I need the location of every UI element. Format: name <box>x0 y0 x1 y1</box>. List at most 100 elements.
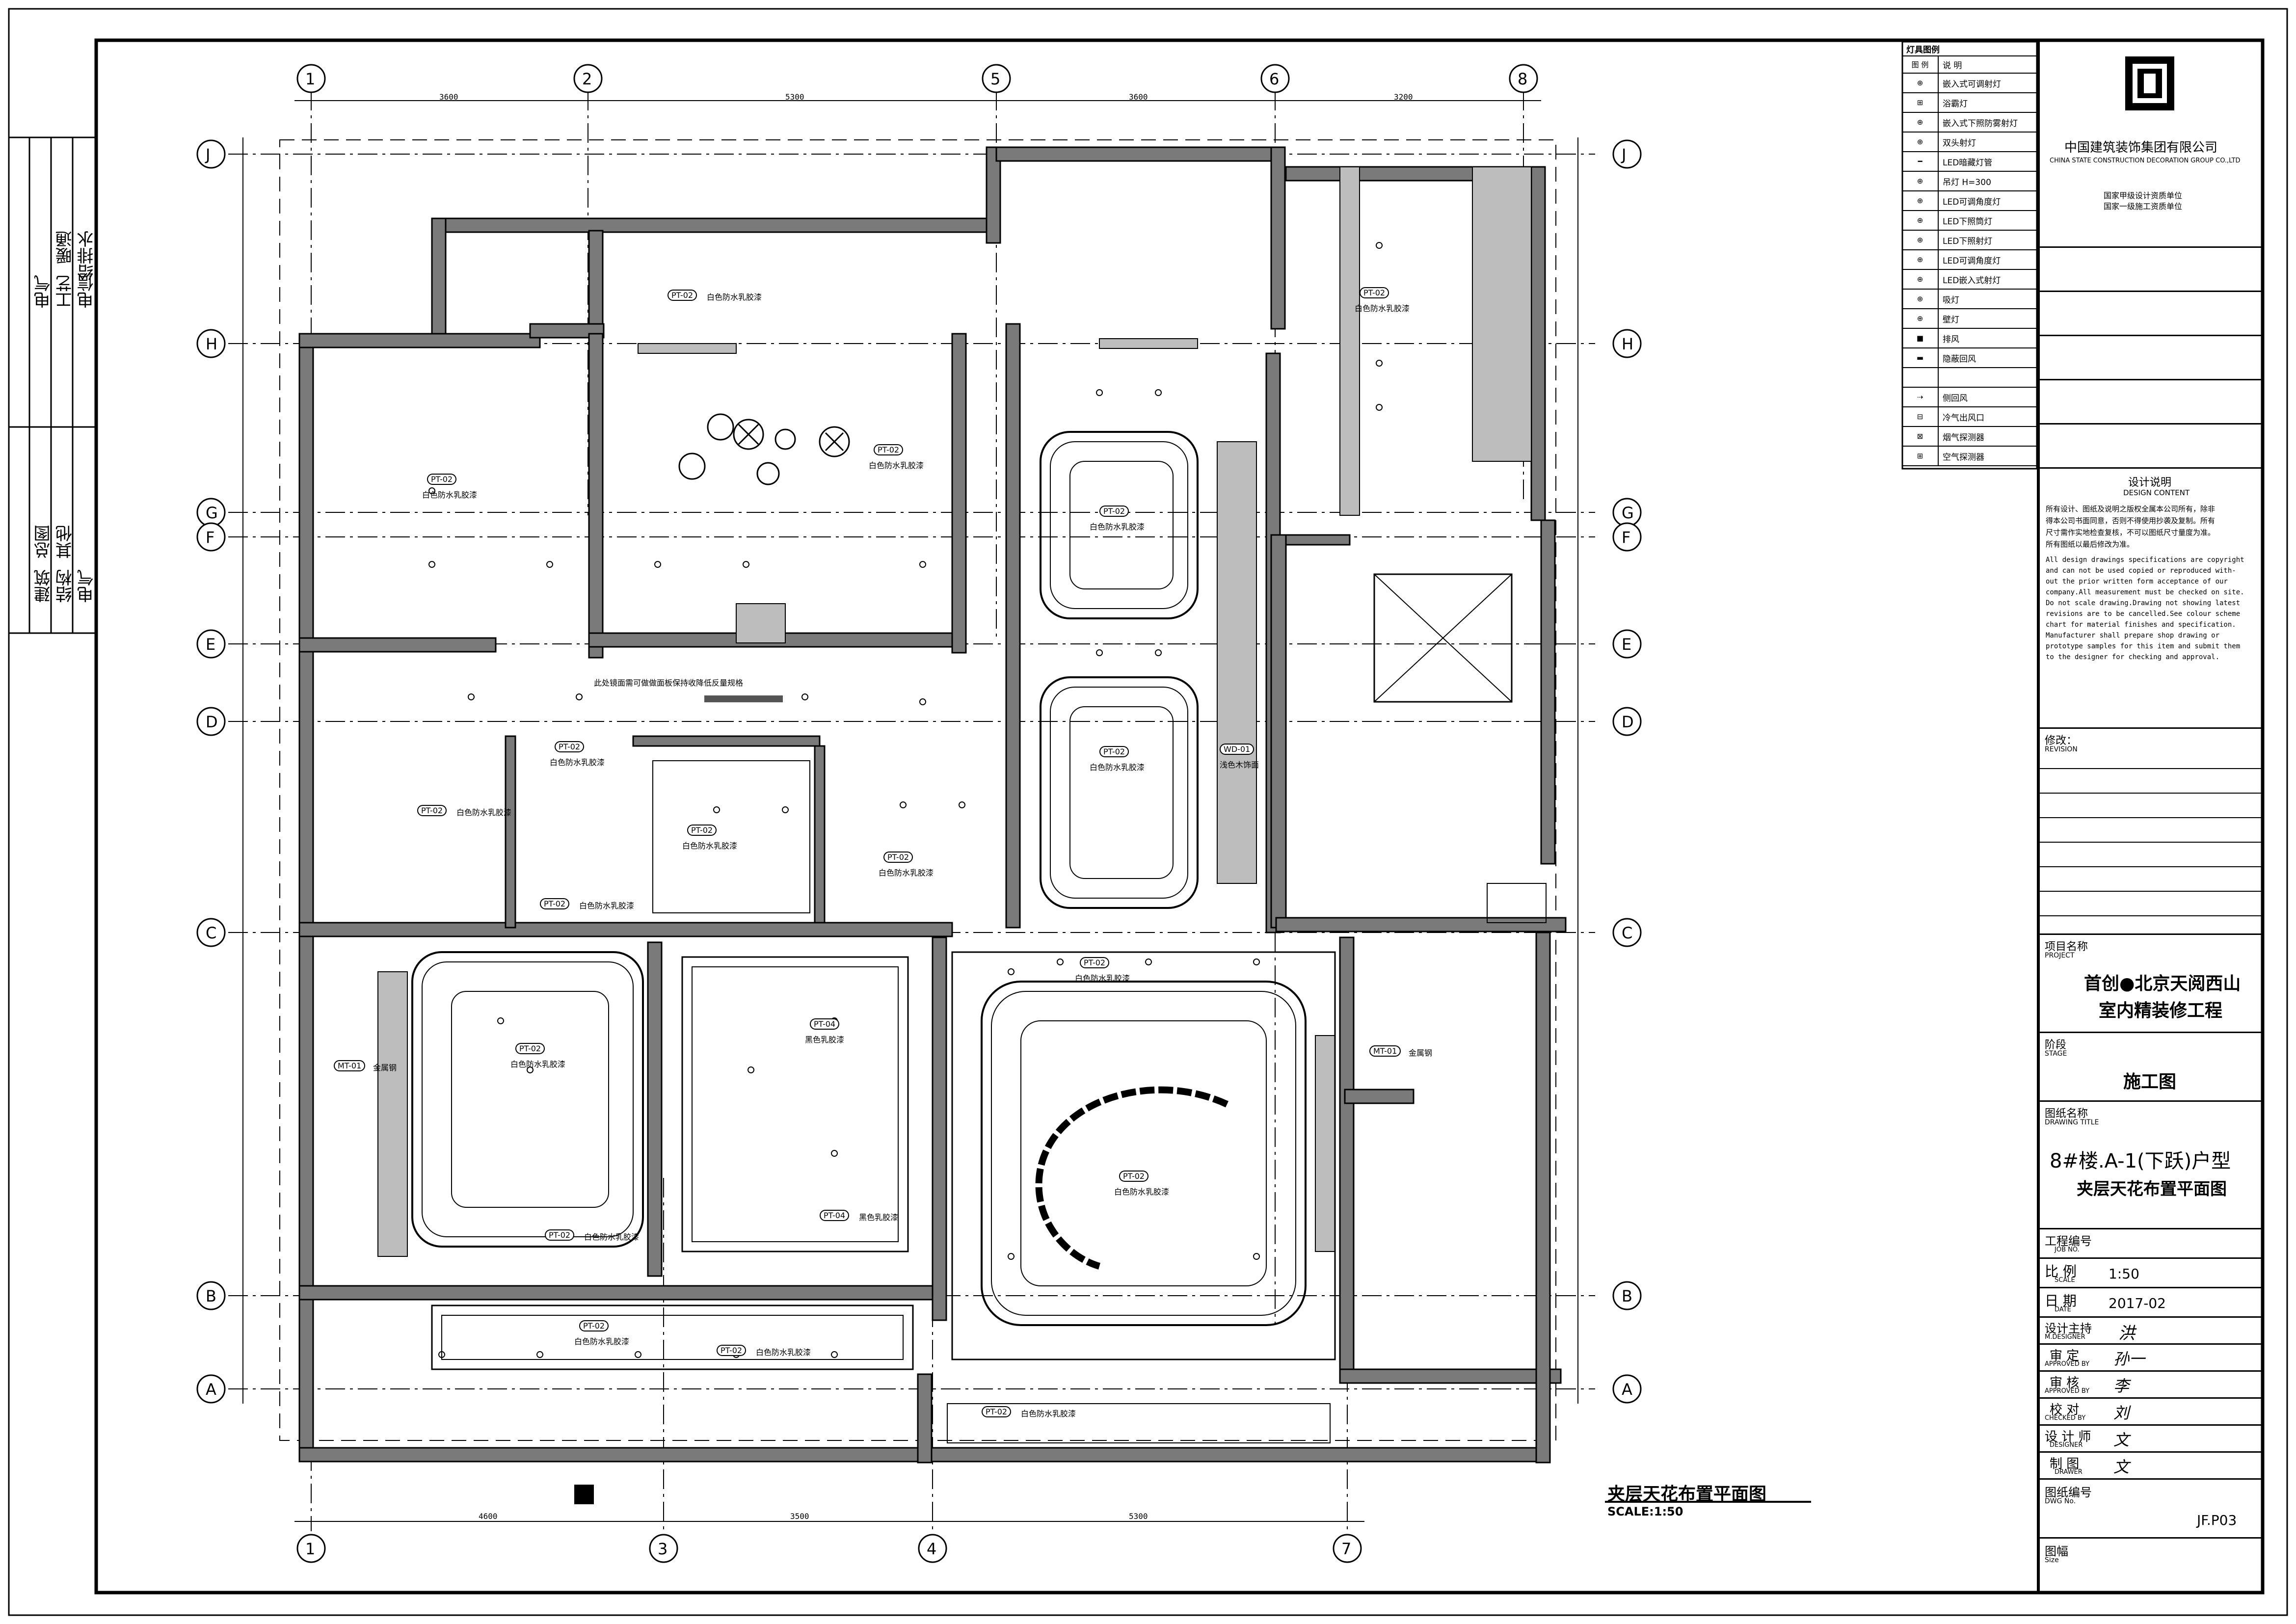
axis-left-B: B <box>206 1287 216 1305</box>
axis-right-G: G <box>1622 504 1634 522</box>
design-note-cn-lines: 所有设计、图纸及说明之版权全属本公司所有，除非得本公司书面同意，否则不得使用抄袭… <box>2046 503 2215 550</box>
legend-item: ⊞空气探测器 <box>1902 447 2037 466</box>
legend-item: ⊕嵌入式下照防雾射灯 <box>1902 113 2037 133</box>
ceiling-trays <box>411 431 1547 1443</box>
design-note-en-line: company.All measurement must be checked … <box>2046 588 2244 596</box>
legend-item-desc: LED下照筒灯 <box>1943 216 1993 227</box>
designer-en: DESIGNER <box>2050 1441 2083 1449</box>
legend-col-headers: 图 例 说 明 <box>1902 56 2037 74</box>
legend-item: ⊠烟气探测器 <box>1902 427 2037 447</box>
dim-top-4: 3200 <box>1394 92 1413 102</box>
legend-item-desc: 壁灯 <box>1943 315 1959 325</box>
tb-project: 项目名称 PROJECT 首创●北京天阅西山 室内精装修工程 <box>2040 935 2263 1033</box>
lighting-legend: 灯具图例 图 例 说 明 ⊕嵌入式可调射灯⊞浴霸灯⊕嵌入式下照防雾射灯⊕双头射灯… <box>1902 42 2037 469</box>
legend-item-desc: 吊灯 H=300 <box>1943 177 1991 187</box>
left-strip-top-2: 电气 <box>34 275 53 308</box>
room-label-pt02-i: PT-02 <box>687 825 717 836</box>
legend-item-desc: 冷气出风口 <box>1943 413 1984 423</box>
legend-item-symbol: ⊟ <box>1902 407 1939 426</box>
room-text-wd01: 浅色木饰面 <box>1220 760 1259 770</box>
design-note-cn-line: 得本公司书面同意，否则不得使用抄袭及复制。所有 <box>2046 516 2216 525</box>
room-label-pt04-b: PT-04 <box>820 1210 850 1221</box>
left-strip-bottom-1: 结构 <box>55 569 75 603</box>
legend-item-symbol: ⊕ <box>1902 191 1939 210</box>
left-strip-bottom-3: 总图 <box>34 525 53 559</box>
designer-head-en: M.DESIGNER <box>2045 1333 2085 1341</box>
scale-en: SCALE <box>2055 1277 2075 1284</box>
axis-left-E: E <box>206 635 216 654</box>
axis-left-C: C <box>206 924 217 942</box>
room-label-pt02-j: PT-02 <box>883 852 913 863</box>
dim-top-3: 3600 <box>1129 92 1148 102</box>
design-note-en-line: prototype samples for this item and subm… <box>2046 642 2241 650</box>
legend-item: ⊕吸灯 <box>1902 290 2037 309</box>
tb-spacer-1 <box>2040 248 2263 292</box>
legend-item-symbol: ⊕ <box>1902 133 1939 151</box>
room-label-pt02-h: PT-02 <box>417 805 447 816</box>
tb-size: 图幅 Size <box>2040 1539 2263 1590</box>
stage-cn: 阶段 <box>2045 1039 2067 1051</box>
axis-right-B: B <box>1622 1287 1632 1305</box>
room-label-pt02-m: PT-02 <box>1080 957 1110 968</box>
axis-left-D: D <box>206 713 218 731</box>
room-label-pt02-g: PT-02 <box>555 741 585 752</box>
design-note-cn-line: 所有设计、图纸及说明之版权全属本公司所有，除非 <box>2046 505 2216 513</box>
left-strip-bottom-0: 建筑 <box>34 569 53 603</box>
legend-item-symbol: ⊕ <box>1902 231 1939 249</box>
room-label-mt01-b: MT-01 <box>1369 1045 1401 1057</box>
project-cn: 项目名称 <box>2045 941 2088 953</box>
legend-item: ⊕LED下照筒灯 <box>1902 211 2037 231</box>
date-cn: 日 期 <box>2045 1293 2077 1309</box>
signature-1: 洪 <box>2118 1324 2135 1343</box>
project-line-1: 首创●北京天阅西山 <box>2084 974 2241 994</box>
sheet-border-inner <box>94 38 2265 1595</box>
drawing-title-cn: 图纸名称 <box>2045 1108 2088 1120</box>
legend-col-symbol: 图 例 <box>1902 56 1939 73</box>
legend-item: ⊞ 浴霸灯 <box>1902 93 2037 113</box>
axis-right-D: D <box>1622 713 1634 731</box>
signature-2: 孙一 <box>2113 1350 2145 1368</box>
room-label-pt02-c: PT-02 <box>874 444 904 455</box>
legend-item-desc: 浴霸灯 <box>1943 99 1968 109</box>
legend-item: ⊕嵌入式可调射灯 <box>1902 74 2037 93</box>
legend-item: ━LED暗藏灯管 <box>1902 152 2037 172</box>
legend-item-symbol: ⊞ <box>1902 93 1939 112</box>
room-text-pt02-j: 白色防水乳胶漆 <box>879 868 934 878</box>
black-block <box>574 1485 594 1504</box>
title-block: 中国建筑装饰集团有限公司 CHINA STATE CONSTRUCTION DE… <box>2037 42 2263 1593</box>
dim-top-1: 3600 <box>439 92 458 102</box>
tb-spacer-2 <box>2040 292 2263 336</box>
drawing-title-line-2: 夹层天花布置平面图 <box>2077 1179 2227 1199</box>
room-text-pt02-d: 白色防水乳胶漆 <box>1355 304 1410 313</box>
room-text-pt02-n: 白色防水乳胶漆 <box>1114 1187 1170 1197</box>
legend-item: ⊕壁灯 <box>1902 309 2037 329</box>
axis-top-5: 5 <box>990 70 1001 88</box>
design-note-en-line: out the prior written form acceptance of… <box>2046 578 2228 586</box>
drawing-scale: SCALE:1:50 <box>1607 1505 1683 1518</box>
stage-value: 施工图 <box>2123 1072 2177 1092</box>
decorative-arc <box>1035 1086 1228 1270</box>
designer-head-cn: 设计主持 <box>2045 1322 2092 1335</box>
left-strip <box>9 136 96 634</box>
axis-right-J: J <box>1622 145 1627 164</box>
legend-item-symbol <box>1902 368 1939 387</box>
axis-left-J: J <box>206 145 211 164</box>
dimension-lines <box>242 100 1578 1522</box>
drawing-title: 夹层天花布置平面图 <box>1607 1484 1767 1504</box>
signature-6: 文 <box>2113 1458 2130 1476</box>
room-label-pt02-o: PT-02 <box>545 1229 575 1241</box>
room-text-pt02-e: 白色防水乳胶漆 <box>1090 522 1145 532</box>
tb-date: 日 期 DATE 2017-02 <box>2040 1288 2263 1318</box>
tb-design-notes: 设计说明 DESIGN CONTENT 所有设计、图纸及说明之版权全属本公司所有… <box>2040 469 2263 729</box>
legend-item: ⇢侧回风 <box>1902 388 2037 407</box>
room-label-pt02-k: PT-02 <box>540 898 570 909</box>
company-name-en: CHINA STATE CONSTRUCTION DECORATION GROU… <box>2050 157 2241 164</box>
legend-item-desc: 烟气探测器 <box>1943 432 1984 443</box>
axis-bottom-7: 7 <box>1341 1540 1352 1558</box>
room-label-pt02-q: PT-02 <box>717 1345 747 1356</box>
signature-4: 刘 <box>2113 1404 2130 1422</box>
job-no-cn: 工程编号 <box>2045 1234 2092 1248</box>
room-label-pt04-a: PT-04 <box>810 1018 840 1030</box>
room-text-pt02-k: 白色防水乳胶漆 <box>579 901 635 910</box>
